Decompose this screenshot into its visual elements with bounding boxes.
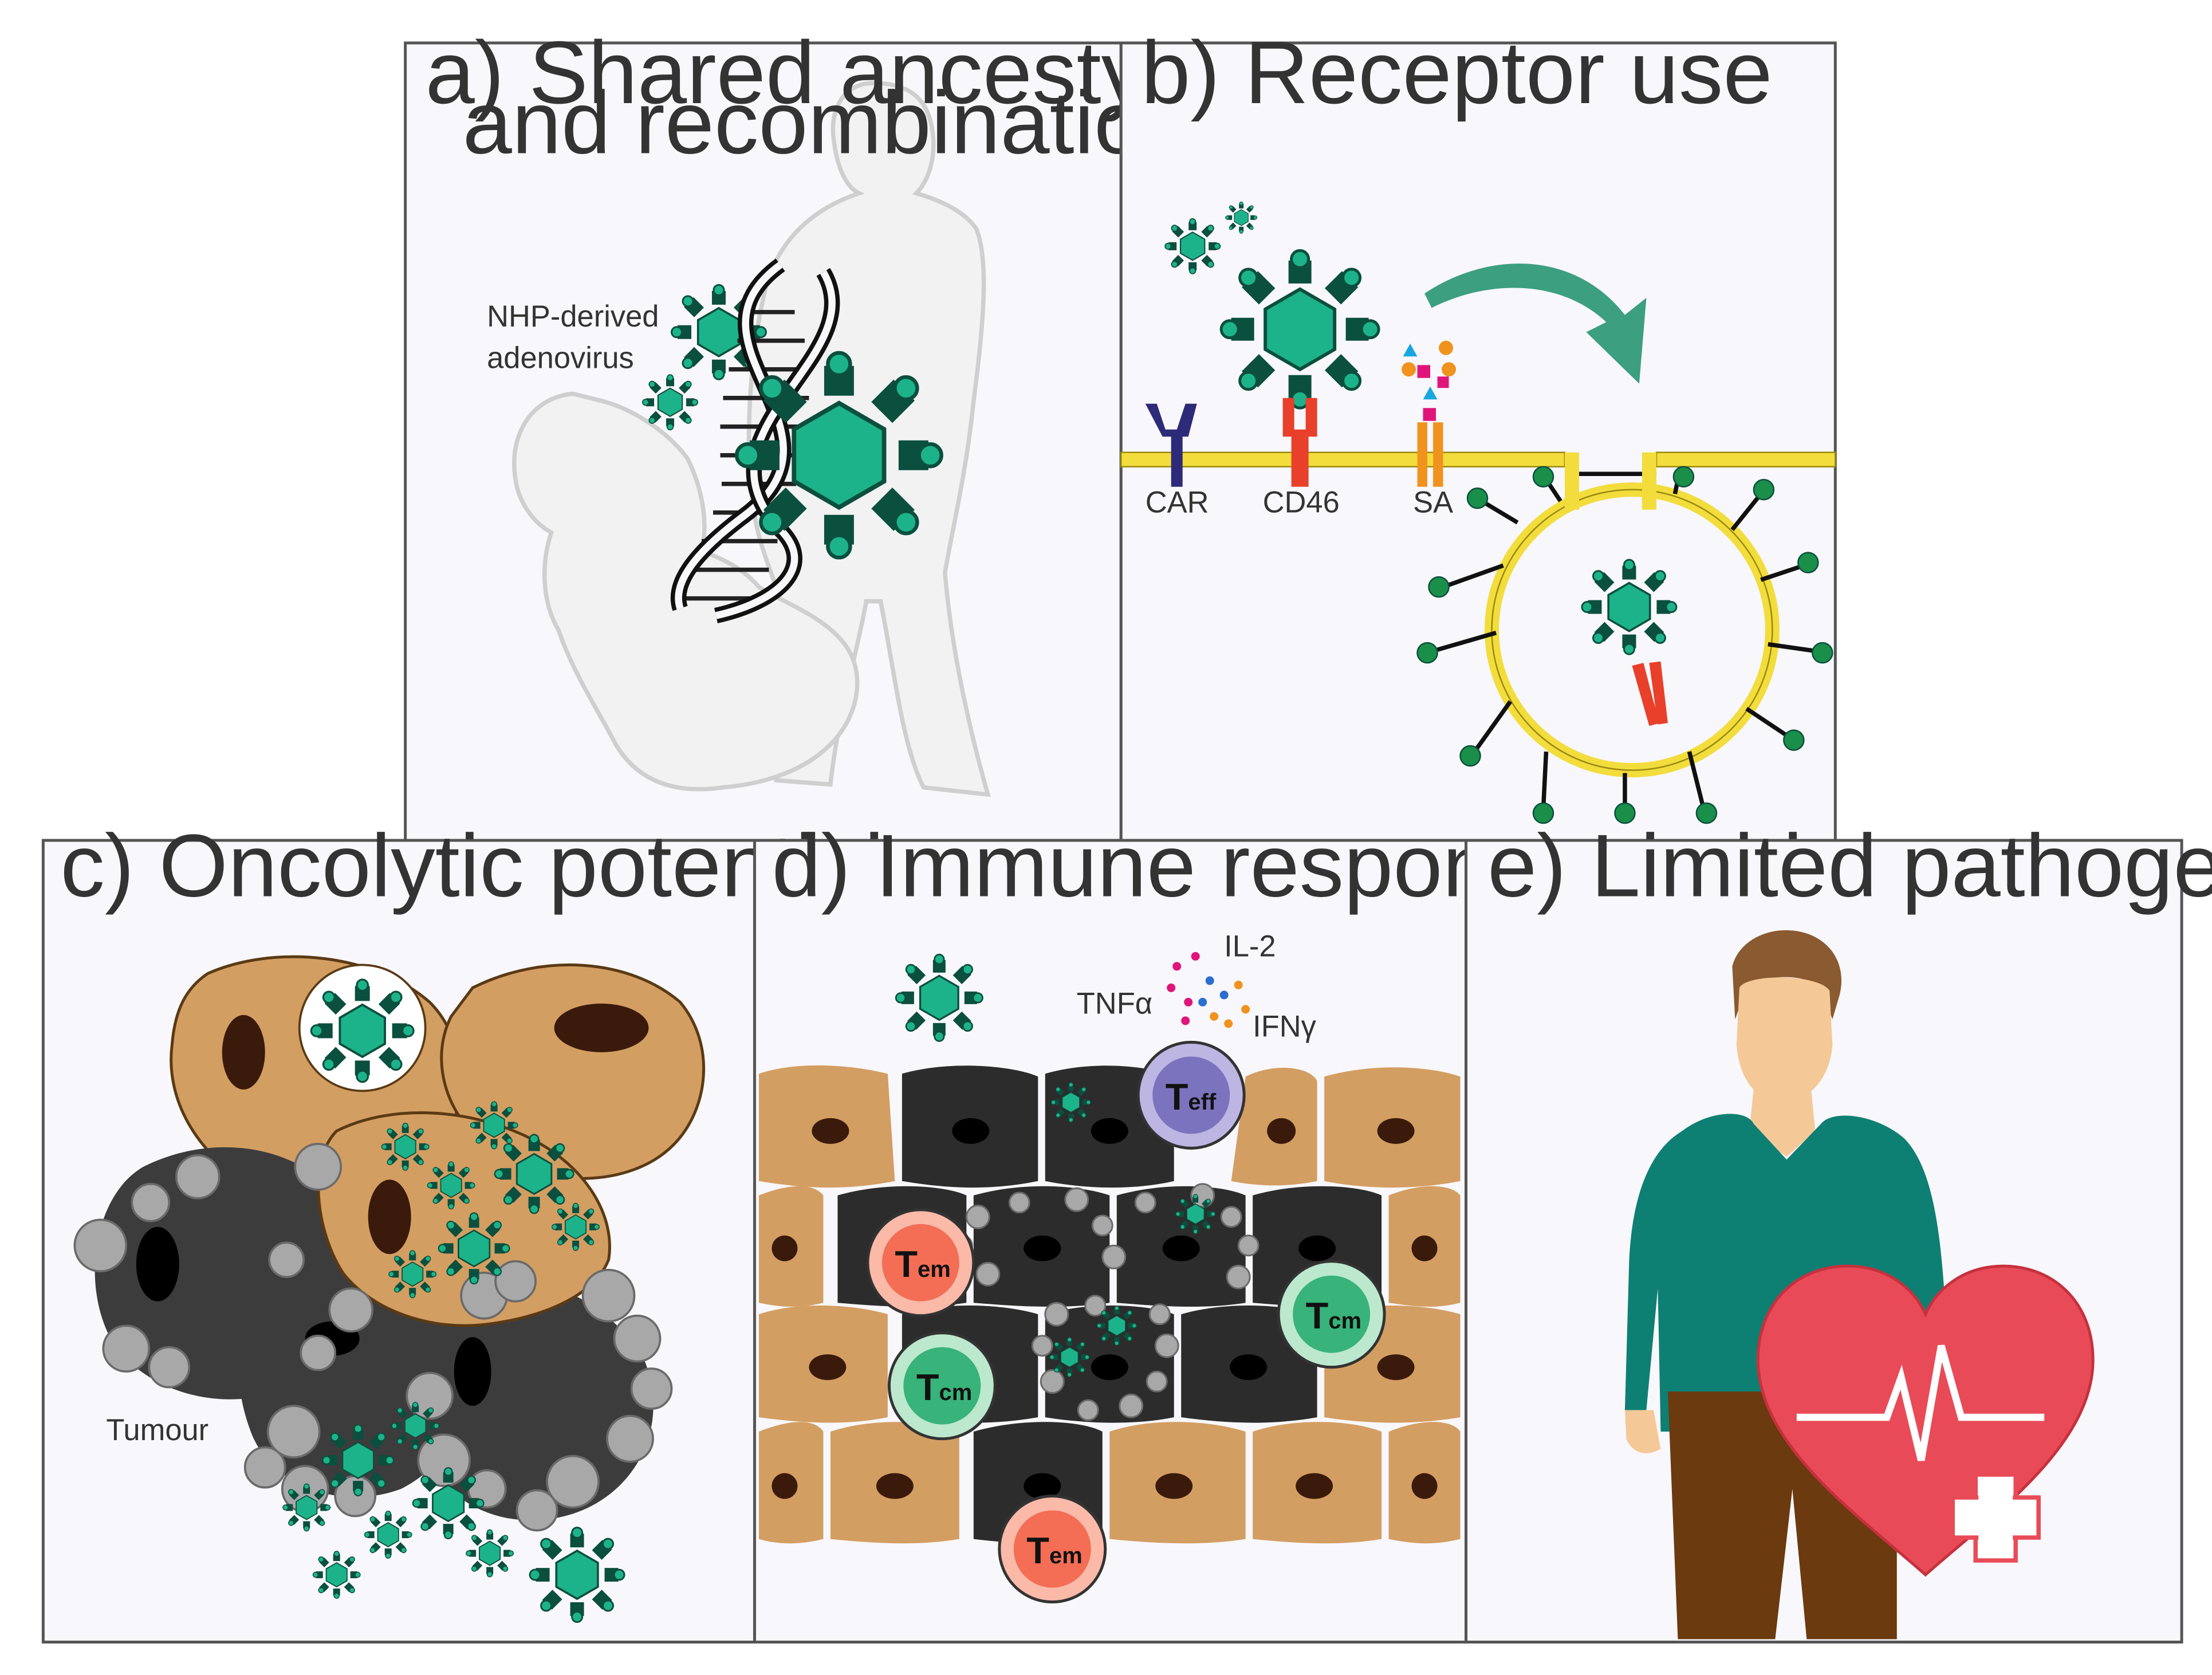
- t-cell-tcm: Tcm: [1277, 1260, 1386, 1369]
- teff-main: T: [1166, 1076, 1188, 1118]
- svg-text:Tem: Tem: [895, 1243, 950, 1285]
- receptor-car: [1145, 403, 1197, 487]
- t-cell-tem: Tem: [998, 1495, 1107, 1604]
- virus-icon: [413, 1468, 484, 1539]
- panel-b-title: b) Receptor use: [1141, 23, 1772, 122]
- panel-e-title: e) Limited pathogenicity: [1487, 816, 2212, 915]
- virus-icon: [470, 1102, 517, 1149]
- virus-icon: [737, 353, 941, 557]
- virus-icon: [439, 1213, 510, 1284]
- tnf-label: TNFα: [1077, 986, 1152, 1020]
- virus-icon: [322, 1425, 393, 1496]
- virus-icon: [530, 1528, 624, 1622]
- virus-icon: [466, 1529, 513, 1576]
- receptor-cd46: [1282, 398, 1317, 487]
- tcm-sub: cm: [1328, 1308, 1361, 1334]
- nhp-label-line2: adenovirus: [487, 341, 634, 375]
- plus-icon: [1950, 1472, 2041, 1563]
- svg-text:Tcm: Tcm: [916, 1366, 972, 1408]
- panel-c: c) Oncolytic potential: [41, 816, 884, 1644]
- sa-label: SA: [1413, 486, 1453, 520]
- dna-icon: [670, 258, 840, 624]
- svg-text:Tcm: Tcm: [1306, 1295, 1361, 1336]
- teff-sub: eff: [1188, 1090, 1217, 1115]
- virus-icon: [313, 1551, 360, 1598]
- panel-c-title: c) Oncolytic potential: [60, 816, 884, 915]
- t-cell-tem: Tem: [866, 1208, 975, 1318]
- tcm-main: T: [1306, 1295, 1329, 1336]
- virus-icon: [643, 375, 698, 430]
- tcm-main: T: [916, 1366, 939, 1408]
- nhp-label-line1: NHP-derived: [487, 300, 659, 333]
- virus-icon: [1221, 250, 1379, 408]
- virus-icon: [1097, 1306, 1136, 1346]
- cytokine-dots: [1167, 951, 1250, 1028]
- il2-label: IL-2: [1224, 929, 1276, 963]
- panel-a-title-line2: and recombination: [463, 73, 1193, 172]
- tumour-label: Tumour: [106, 1413, 208, 1447]
- tcm-sub: cm: [939, 1380, 973, 1405]
- virus-icon: [1176, 1194, 1215, 1234]
- panel-a: a) Shared ancesty and recombination NHP-…: [404, 23, 1193, 842]
- virus-icon: [1582, 560, 1676, 654]
- virus-icon: [1226, 202, 1257, 233]
- virus-icon: [364, 1511, 411, 1558]
- panel-e: e) Limited pathogenicity: [1465, 816, 2212, 1644]
- tumour-cell-icon: [95, 955, 706, 1520]
- virus-icon: [311, 980, 414, 1082]
- virus-icon: [1050, 1338, 1089, 1377]
- tem-sub: em: [918, 1257, 951, 1282]
- endosome-icon: [1431, 478, 1819, 809]
- virus-icon: [392, 1402, 439, 1449]
- tem-main: T: [1026, 1529, 1049, 1571]
- svg-text:Tem: Tem: [1026, 1529, 1082, 1571]
- virus-icon: [427, 1162, 474, 1209]
- panel-d: d) Immune responses and memory TNFα IL-2…: [753, 816, 2148, 1644]
- virus-icon: [1051, 1083, 1091, 1122]
- virus-icon: [389, 1251, 436, 1297]
- t-cell-teff: Teff: [1136, 1040, 1246, 1150]
- virus-icon: [896, 954, 982, 1041]
- arrow-icon: [1424, 264, 1647, 384]
- panel-a-title-line1: a) Shared ancesty: [426, 23, 1146, 122]
- receptor-cd46-internal: [1632, 661, 1668, 726]
- tem-sub: em: [1049, 1543, 1083, 1568]
- virus-icon: [552, 1204, 599, 1251]
- svg-text:Teff: Teff: [1166, 1076, 1217, 1118]
- cd46-label: CD46: [1263, 486, 1340, 520]
- virus-icon: [381, 1123, 428, 1170]
- blebs: [73, 1142, 673, 1532]
- virus-icon: [283, 1484, 330, 1531]
- virus-icon: [1165, 219, 1220, 274]
- ifn-label: IFNγ: [1253, 1009, 1317, 1043]
- virus-icon: [495, 1135, 573, 1213]
- receptor-sa: [1402, 340, 1457, 487]
- cell-membrane: [1120, 451, 1836, 778]
- panel-b: b) Receptor use: [1119, 23, 1837, 842]
- tem-main: T: [895, 1243, 918, 1285]
- car-label: CAR: [1146, 486, 1209, 520]
- t-cell-tcm: Tcm: [887, 1331, 997, 1441]
